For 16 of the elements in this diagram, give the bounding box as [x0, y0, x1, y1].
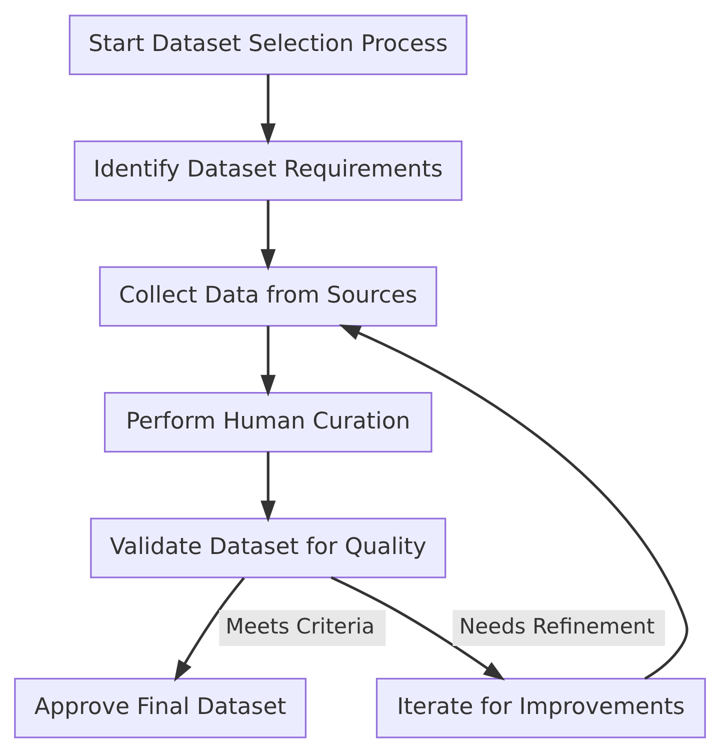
edge-label: Needs Refinement	[459, 614, 655, 640]
arrow	[174, 577, 245, 682]
arrow	[260, 74, 276, 145]
arrow	[338, 324, 688, 680]
node-box: Collect Data from Sources	[99, 266, 438, 327]
node-box: Identify Dataset Requirements	[74, 140, 462, 201]
arrow	[260, 452, 276, 522]
node-box: Start Dataset Selection Process	[68, 14, 468, 76]
arrow	[260, 326, 276, 396]
arrow	[260, 200, 276, 271]
node-box: Approve Final Dataset	[14, 678, 306, 738]
edge-label: Meets Criteria	[226, 614, 375, 640]
arrow	[330, 576, 505, 681]
node-box: Iterate for Improvements	[376, 678, 706, 738]
node-box: Validate Dataset for Quality	[90, 518, 446, 578]
node-box: Perform Human Curation	[104, 392, 432, 452]
